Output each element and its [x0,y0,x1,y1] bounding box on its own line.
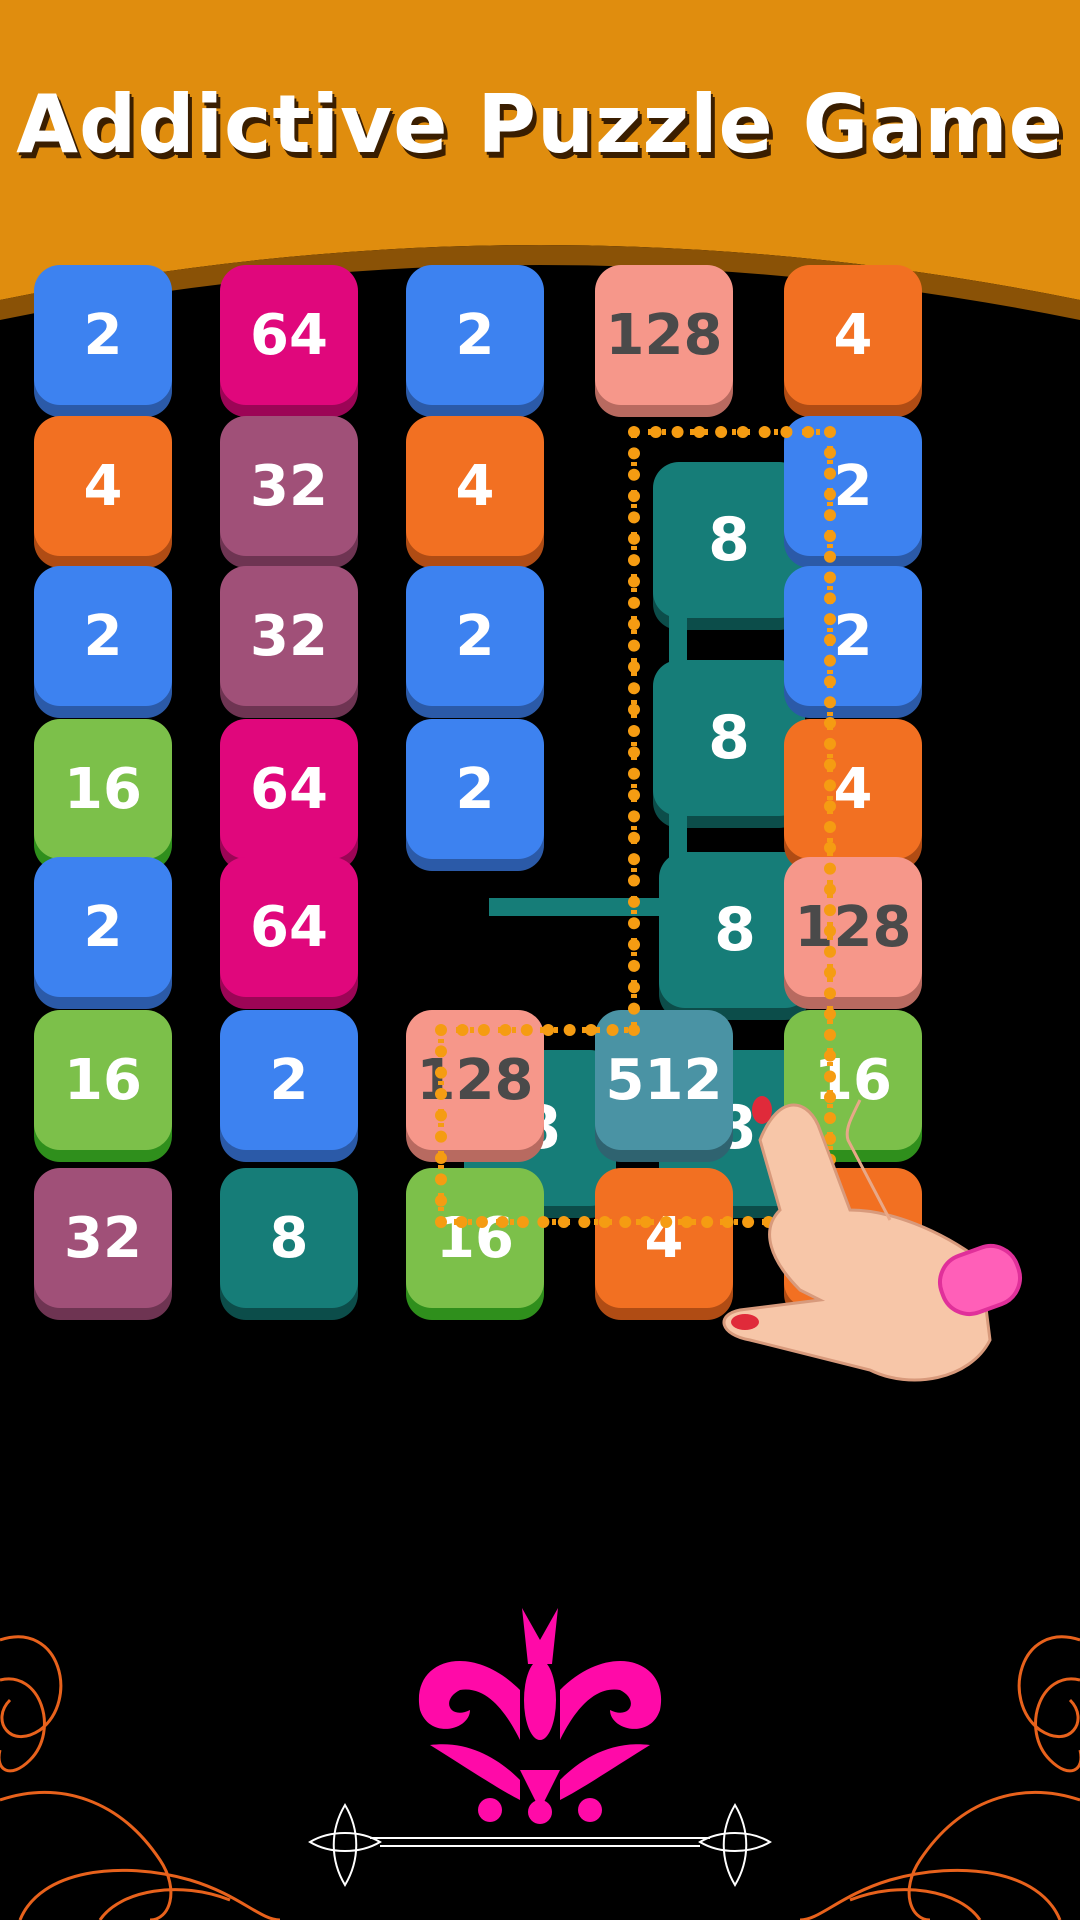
number-tile[interactable]: 128 [595,265,733,405]
number-tile[interactable]: 4 [784,719,922,859]
selected-tile[interactable]: 8 [653,660,805,816]
number-tile[interactable]: 16 [34,1010,172,1150]
number-tile[interactable]: 32 [220,416,358,556]
header-banner [0,0,1080,320]
selected-tile[interactable]: 8 [653,462,805,618]
number-tile[interactable]: 2 [34,566,172,706]
number-tile[interactable]: 4 [406,416,544,556]
number-tile[interactable]: 4 [34,416,172,556]
number-tile[interactable]: 16 [784,1010,922,1150]
number-tile[interactable]: 2 [34,857,172,997]
number-tile[interactable]: 4 [784,1168,922,1308]
number-tile[interactable]: 2 [784,416,922,556]
number-tile[interactable]: 128 [784,857,922,997]
number-tile[interactable]: 16 [34,719,172,859]
number-tile[interactable]: 512 [595,1010,733,1150]
number-tile[interactable]: 2 [34,265,172,405]
page-title: Addictive Puzzle Game [16,78,1064,171]
number-tile[interactable]: 2 [406,265,544,405]
number-tile[interactable]: 64 [220,857,358,997]
number-tile[interactable]: 32 [220,566,358,706]
number-tile[interactable]: 4 [595,1168,733,1308]
number-tile[interactable]: 32 [34,1168,172,1308]
number-tile[interactable]: 16 [406,1168,544,1308]
number-tile[interactable]: 64 [220,265,358,405]
number-tile[interactable]: 2 [406,719,544,859]
number-tile[interactable]: 2 [406,566,544,706]
number-tile[interactable]: 8 [220,1168,358,1308]
number-tile[interactable]: 2 [220,1010,358,1150]
number-tile[interactable]: 4 [784,265,922,405]
number-tile[interactable]: 128 [406,1010,544,1150]
number-tile[interactable]: 64 [220,719,358,859]
number-tile[interactable]: 2 [784,566,922,706]
